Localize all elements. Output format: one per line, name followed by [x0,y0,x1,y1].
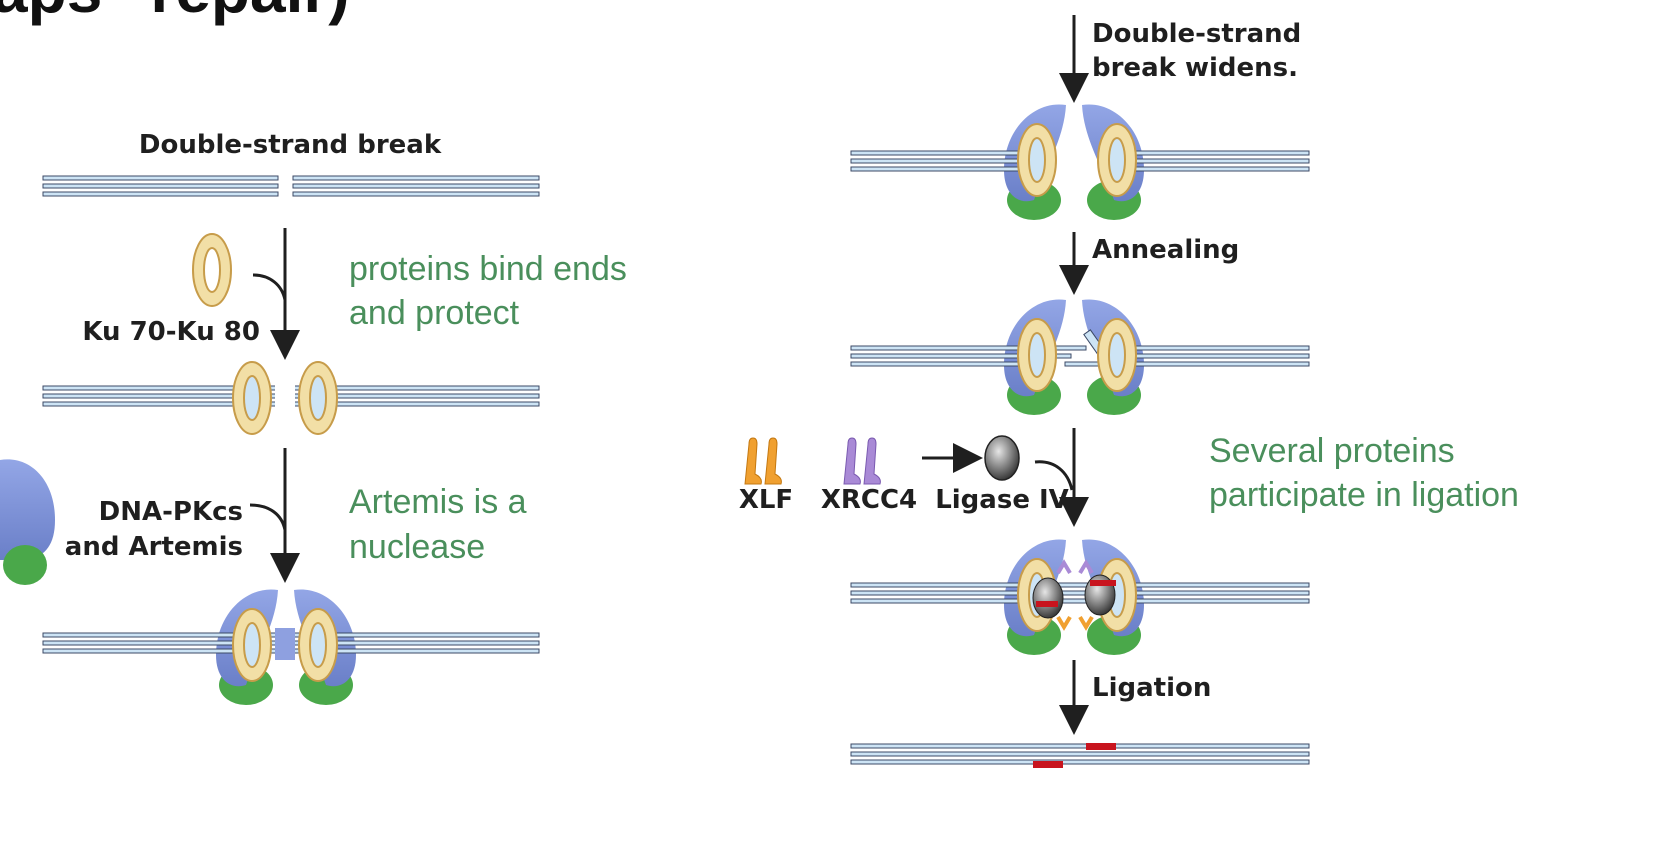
label-ligation: Ligation [1092,673,1211,703]
label-ku: Ku 70-Ku 80 [82,317,260,347]
ligase-iv-icon [984,435,1020,481]
merge-arrow-pkcs [249,503,287,531]
label-double-strand-break: Double-strand break [139,130,442,160]
dna-widened [850,150,1310,172]
label-ligase: Ligase IV [935,485,1069,515]
right-panel: Double-strand break widens. Annealing [739,15,1310,768]
slide-title-fragment: aps" repair) [0,0,350,26]
label-xlf: XLF [739,485,793,515]
xrcc4-bound [1056,559,1094,575]
note-artemis-line1: Artemis is a [349,483,527,521]
ligated-repair-top [1086,743,1116,750]
xrcc4-icon [843,437,881,485]
ku-ring-annealed-left [1017,318,1057,392]
ku-ring-annealed-right [1097,318,1137,392]
xlf-bound [1056,615,1094,631]
note-several-line1: Several proteins [1209,432,1455,470]
ku-ring-left [232,361,272,435]
dna-broken-right [292,175,540,197]
ku-ring-widened-right [1097,123,1137,197]
dna-with-ku [42,380,540,412]
ku-ring-free [192,233,232,307]
ligase-bound-left [1032,577,1064,619]
note-proteins-bind-line1: proteins bind ends [349,250,627,288]
ligated-repair-bottom [1033,761,1063,768]
ku-ring-widened-left [1017,123,1057,197]
dna-with-pkcs [42,628,540,660]
label-widens-line1: Double-strand [1092,19,1301,49]
dna-broken [42,175,279,197]
label-annealing: Annealing [1092,235,1239,265]
note-several-line2: participate in ligation [1209,476,1519,514]
ku-ring-right [298,361,338,435]
pkcs-free [0,459,55,585]
left-panel: Double-strand break Ku 70-Ku 80 [0,130,540,705]
label-widens-line2: break widens. [1092,53,1298,83]
dna-annealed [850,329,1310,367]
label-pkcs-line2: and Artemis [65,532,243,562]
label-pkcs-line1: DNA-PKcs [99,497,243,527]
merge-arrow-ligase [1034,460,1074,491]
dna-ligated [850,743,1310,768]
ligation-mark-right [1090,580,1116,586]
dna-ligation-complex [850,582,1310,604]
merge-arrow-ku [252,273,287,301]
note-proteins-bind-line2: and protect [349,294,520,332]
ligation-mark-left [1036,601,1058,607]
xlf-icon [744,437,782,485]
label-xrcc4: XRCC4 [821,485,917,515]
ku-ring-complex-right [298,608,338,682]
ku-ring-complex-left [232,608,272,682]
note-artemis-line2: nuclease [349,528,485,566]
